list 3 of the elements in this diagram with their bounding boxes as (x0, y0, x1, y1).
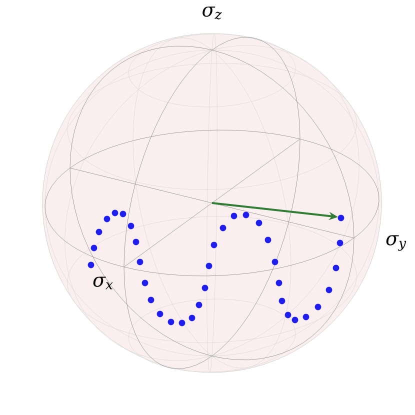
axis-label: σ$_{z}$ (202, 6, 222, 20)
axis-label: σ$_{x}$ (93, 276, 113, 290)
axis-label: σ$_{y}$ (386, 235, 406, 251)
